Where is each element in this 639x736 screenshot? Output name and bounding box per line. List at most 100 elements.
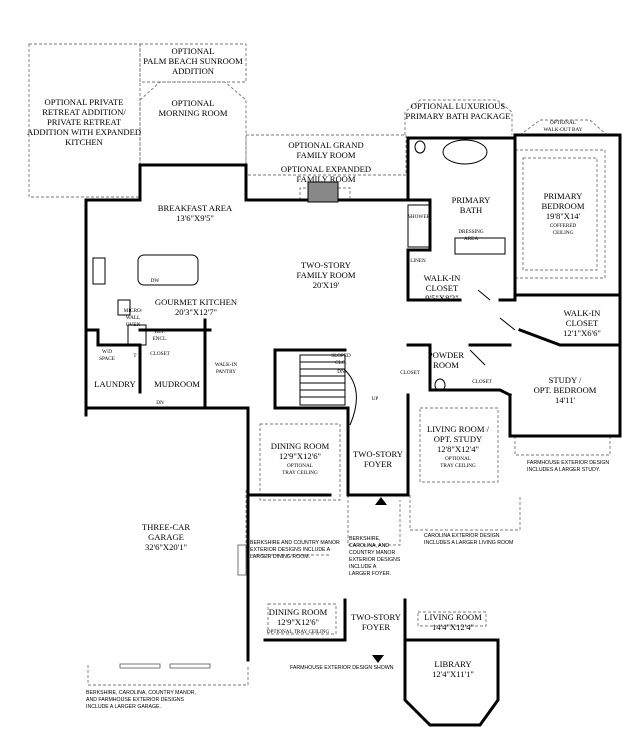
svg-text:PANTRY: PANTRY [216, 369, 236, 375]
svg-text:OPTIONAL: OPTIONAL [287, 463, 313, 469]
label-up: UP [372, 396, 379, 402]
note-carolina-living: CAROLINA EXTERIOR DESIGN INCLUDES A LARG… [424, 533, 513, 546]
svg-text:FAMILY ROOM: FAMILY ROOM [296, 270, 355, 280]
label-walkin-closet-1: WALK-IN CLOSET 9'5"X8'2" [424, 273, 462, 303]
svg-text:ENCL.: ENCL. [153, 336, 168, 342]
svg-text:OPTIONAL EXPANDED: OPTIONAL EXPANDED [281, 164, 371, 174]
svg-text:DINING ROOM: DINING ROOM [269, 607, 328, 617]
svg-text:FAMILY ROOM: FAMILY ROOM [296, 174, 355, 184]
label-dining: DINING ROOM 12'9"X12'6" OPTIONAL TRAY CE… [271, 441, 330, 476]
svg-text:BERKSHIRE,: BERKSHIRE, [349, 536, 380, 542]
svg-text:EXTERIOR DESIGNS: EXTERIOR DESIGNS [349, 557, 401, 563]
svg-text:PALM BEACH SUNROOM: PALM BEACH SUNROOM [143, 56, 243, 66]
svg-text:GOURMET KITCHEN: GOURMET KITCHEN [155, 297, 238, 307]
svg-text:CLOSET: CLOSET [426, 283, 459, 293]
svg-text:OVEN: OVEN [126, 322, 141, 328]
label-dressing: DRESSING AREA [458, 229, 484, 242]
svg-text:BEDROOM: BEDROOM [542, 201, 585, 211]
label-study: STUDY / OPT. BEDROOM 14'11' [534, 375, 597, 405]
label-primary-bedroom: PRIMARY BEDROOM 19'8"X14' COFFERED CEILI… [542, 191, 585, 236]
svg-text:AND FARMHOUSE EXTERIOR DESIGNS: AND FARMHOUSE EXTERIOR DESIGNS [86, 697, 185, 703]
svg-text:LIVING ROOM /: LIVING ROOM / [427, 424, 490, 434]
svg-text:13'6"X9'5": 13'6"X9'5" [176, 213, 214, 223]
svg-text:OPT. STUDY: OPT. STUDY [434, 434, 483, 444]
label-library: LIBRARY 12'4"X11'1" [432, 659, 474, 679]
svg-text:KITCHEN: KITCHEN [65, 137, 104, 147]
label-family-room: TWO-STORY FAMILY ROOM 20'X19' [296, 260, 355, 290]
svg-text:12'9"X12'6": 12'9"X12'6" [279, 451, 321, 461]
svg-text:MORNING ROOM: MORNING ROOM [159, 108, 228, 118]
svg-text:ADDITION: ADDITION [172, 66, 215, 76]
svg-text:WALK-IN: WALK-IN [424, 273, 462, 283]
label-kitchen: GOURMET KITCHEN 20'3"X12'7" [155, 297, 238, 317]
svg-text:COFFERED: COFFERED [550, 223, 577, 229]
svg-text:LARGER DINING ROOM.: LARGER DINING ROOM. [250, 554, 310, 560]
svg-text:TRAY CEILING: TRAY CEILING [282, 470, 318, 476]
svg-text:DRESSING: DRESSING [458, 229, 484, 235]
label-t: T [133, 353, 137, 359]
note-garage: BERKSHIRE, CAROLINA, COUNTRY MANOR, AND … [86, 690, 196, 710]
svg-text:PRIMARY: PRIMARY [452, 195, 491, 205]
svg-text:OPT. BEDROOM: OPT. BEDROOM [534, 385, 597, 395]
svg-text:AREA: AREA [464, 236, 478, 242]
label-primary-bath: PRIMARY BATH [452, 195, 491, 215]
svg-text:CAROLINA EXTERIOR DESIGN: CAROLINA EXTERIOR DESIGN [424, 533, 500, 539]
svg-text:OPTIONAL: OPTIONAL [445, 456, 471, 462]
svg-text:OPTIONAL: OPTIONAL [172, 46, 215, 56]
note-berkshire-foyer: BERKSHIRE, CAROLINA, AND COUNTRY MANOR E… [349, 536, 401, 577]
label-expanded-family: OPTIONAL EXPANDED FAMILY ROOM [281, 164, 371, 184]
svg-text:9'5"X8'2": 9'5"X8'2" [425, 293, 459, 303]
walls [84, 133, 622, 727]
svg-text:THREE-CAR: THREE-CAR [142, 522, 190, 532]
svg-text:TWO-STORY: TWO-STORY [351, 612, 401, 622]
svg-text:LARGER FOYER.: LARGER FOYER. [349, 571, 391, 577]
svg-text:OPTIONAL GRAND: OPTIONAL GRAND [288, 140, 363, 150]
label-grand-family: OPTIONAL GRAND FAMILY ROOM [288, 140, 363, 160]
svg-text:PRIMARY: PRIMARY [544, 191, 583, 201]
label-dw: DW [151, 278, 160, 284]
svg-text:OPTIONAL: OPTIONAL [550, 120, 576, 126]
svg-text:12'4"X11'1": 12'4"X11'1" [432, 669, 474, 679]
svg-text:FOYER: FOYER [362, 622, 390, 632]
svg-text:FARMHOUSE EXTERIOR DESIGN: FARMHOUSE EXTERIOR DESIGN [527, 460, 609, 466]
label-closet-study: CLOSET [472, 379, 492, 385]
label-alt-foyer: TWO-STORY FOYER [351, 612, 401, 632]
svg-text:19'8"X14': 19'8"X14' [546, 211, 581, 221]
label-walkin-pantry: WALK-IN PANTRY [215, 362, 237, 375]
label-living: LIVING ROOM / OPT. STUDY 12'8"X12'4" OPT… [427, 424, 490, 469]
svg-text:PRIVATE RETREAT: PRIVATE RETREAT [47, 117, 122, 127]
svg-text:14'11': 14'11' [555, 395, 575, 405]
svg-text:12'1"X6'6": 12'1"X6'6" [563, 328, 601, 338]
svg-text:WALK-IN: WALK-IN [564, 308, 602, 318]
svg-text:EXTERIOR DESIGNS INCLUDE A: EXTERIOR DESIGNS INCLUDE A [250, 547, 331, 553]
label-sloped: SLOPED CLG. [331, 353, 351, 366]
svg-text:LIBRARY: LIBRARY [434, 659, 471, 669]
svg-text:STUDY /: STUDY / [549, 375, 582, 385]
svg-text:14'4"X12'4": 14'4"X12'4" [432, 622, 474, 632]
label-wd-space: W/D SPACE [99, 349, 115, 362]
svg-text:OPTIONAL TRAY CEILING: OPTIONAL TRAY CEILING [267, 629, 330, 635]
label-shower: SHOWER [408, 214, 430, 220]
svg-text:BERKSHIRE, CAROLINA, COUNTRY M: BERKSHIRE, CAROLINA, COUNTRY MANOR, [86, 690, 196, 696]
svg-text:BATH: BATH [460, 205, 482, 215]
svg-text:32'6"X20'1": 32'6"X20'1" [145, 542, 187, 552]
label-morning-room: OPTIONAL MORNING ROOM [159, 98, 228, 118]
svg-text:OPTIONAL: OPTIONAL [172, 98, 215, 108]
svg-text:BREAKFAST AREA: BREAKFAST AREA [158, 203, 233, 213]
label-mudroom: MUDROOM [154, 379, 200, 389]
svg-text:WALK-OUT BAY: WALK-OUT BAY [543, 127, 582, 133]
note-farmhouse-study: FARMHOUSE EXTERIOR DESIGN INCLUDES A LAR… [527, 460, 609, 473]
label-closet-hall: CLOSET [400, 370, 420, 376]
label-micro: MICRO/ WALL OVEN [124, 308, 143, 328]
label-dn-stair: DN [337, 369, 345, 375]
label-dn-mud: DN [156, 400, 164, 406]
svg-text:CLOSET: CLOSET [566, 318, 599, 328]
svg-text:POWDER: POWDER [428, 350, 465, 360]
label-sunroom: OPTIONAL PALM BEACH SUNROOM ADDITION [143, 46, 243, 76]
svg-text:ADDITION WITH EXPANDED: ADDITION WITH EXPANDED [27, 127, 141, 137]
svg-text:12'8"X12'4": 12'8"X12'4" [437, 444, 479, 454]
label-alt-dining: DINING ROOM 12'9"X12'6" OPTIONAL TRAY CE… [267, 607, 330, 635]
note-berkshire-dining: BERKSHIRE AND COUNTRY MANOR EXTERIOR DES… [250, 540, 340, 560]
label-closet-mud: CLOSET [150, 351, 170, 357]
svg-text:TRAY CEILING: TRAY CEILING [440, 463, 476, 469]
